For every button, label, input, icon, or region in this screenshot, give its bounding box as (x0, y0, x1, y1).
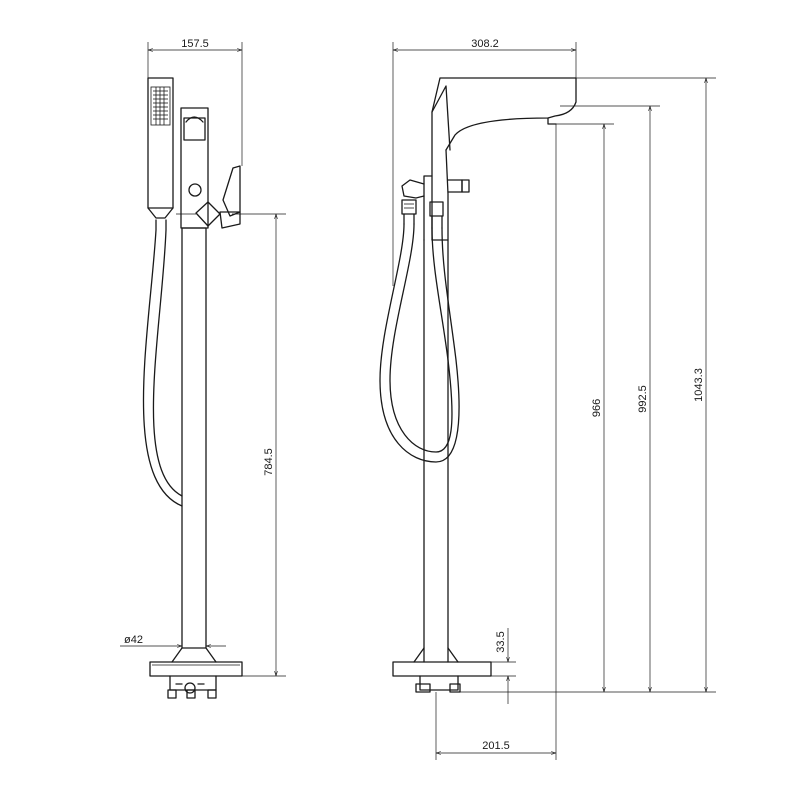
front-lever-handle (222, 165, 241, 217)
front-connector (169, 675, 217, 691)
front-hose (142, 219, 183, 507)
side-view (379, 77, 577, 693)
dim-height-total: 1043.3 (693, 368, 705, 402)
dim-side-width: 308.2 (471, 38, 499, 50)
front-standpipe (181, 227, 207, 649)
side-hose-loop (379, 223, 460, 463)
side-mixer-body (423, 175, 433, 241)
side-connector (419, 675, 459, 691)
front-base-plate (149, 661, 243, 677)
front-view (142, 77, 243, 699)
side-lever (447, 179, 463, 193)
dim-height-spout-bottom: 992.5 (637, 385, 649, 413)
dim-pipe-diameter: ø42 (124, 634, 143, 646)
side-hose-elbow (401, 179, 425, 199)
side-base-plate (392, 661, 492, 677)
dim-front-width: 157.5 (181, 38, 209, 50)
dim-front-height: 784.5 (263, 448, 275, 476)
side-spout (431, 77, 577, 177)
dim-height-outlet: 966 (591, 399, 603, 417)
front-dimensions: 157.5 784.5 ø42 (120, 38, 286, 677)
dim-base-height: 33.5 (495, 631, 507, 652)
dim-base-offset: 201.5 (482, 740, 510, 752)
side-dimensions: 308.2 966 992.5 1043.3 33.5 201.5 (392, 38, 716, 760)
front-hand-shower (147, 77, 174, 209)
front-mixer-body (180, 107, 209, 229)
